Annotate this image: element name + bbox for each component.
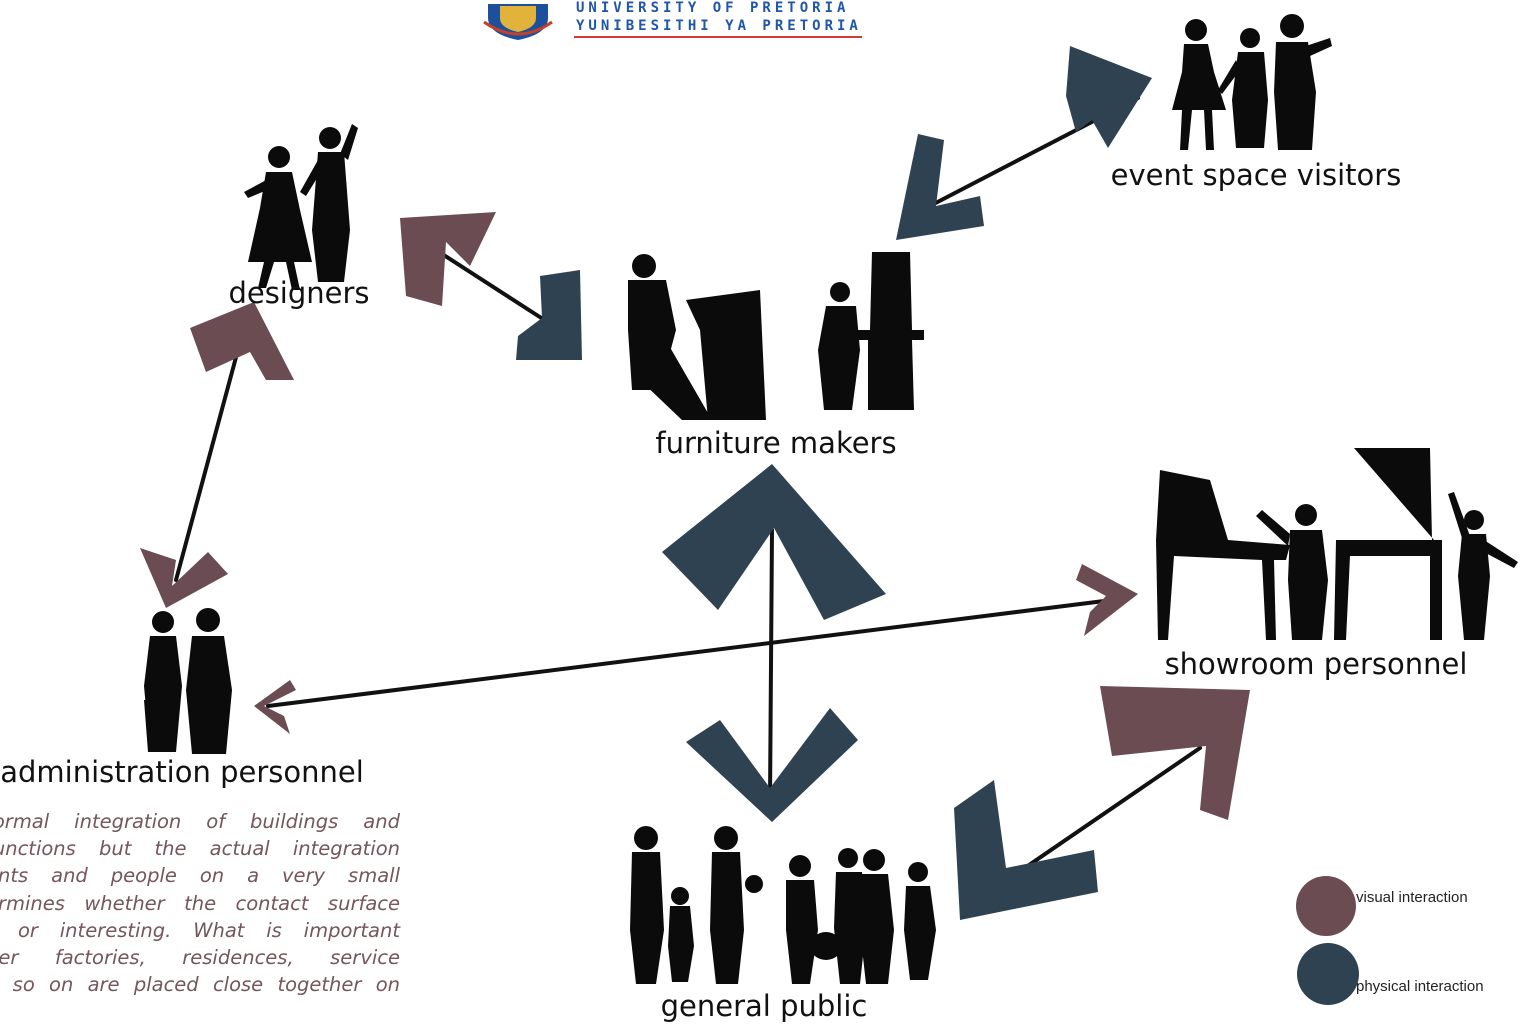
label-designers: designers xyxy=(228,276,369,310)
caption-paragraph: formal integration of buildings and func… xyxy=(0,810,400,997)
physical-arrowhead xyxy=(896,134,984,240)
visual-arrowhead xyxy=(190,302,294,380)
line-designers-admin xyxy=(174,333,244,582)
label-event-space-visitors: event space visitors xyxy=(1111,158,1402,192)
legend-physical-swatch xyxy=(1297,943,1359,1005)
label-furniture-makers: furniture makers xyxy=(655,426,896,460)
physical-arrowhead xyxy=(1066,46,1152,148)
legend: visual interaction physical interaction xyxy=(1296,876,1484,1005)
general-public-silhouette xyxy=(630,826,936,984)
administration-personnel-silhouette xyxy=(144,608,232,754)
line-public-showroom xyxy=(1008,746,1202,880)
university-logo: UNIVERSITY OF PRETORIA YUNIBESITHI YA PR… xyxy=(483,0,862,40)
physical-arrowhead xyxy=(954,780,1098,920)
physical-arrowhead xyxy=(516,270,582,360)
showroom-personnel-silhouette xyxy=(1156,448,1518,640)
connection-lines xyxy=(174,96,1202,880)
legend-visual-label: visual interaction xyxy=(1356,889,1468,906)
visual-arrowhead xyxy=(1076,564,1138,636)
line-admin-showroom xyxy=(266,596,1130,708)
legend-visual-swatch xyxy=(1296,876,1356,936)
label-showroom-personnel: showroom personnel xyxy=(1165,647,1468,681)
logo-line-2: YUNIBESITHI YA PRETORIA xyxy=(576,18,862,34)
logo-line-1: UNIVERSITY OF PRETORIA xyxy=(576,0,849,16)
event-space-visitors-silhouette xyxy=(1172,14,1332,150)
legend-physical-label: physical interaction xyxy=(1356,978,1484,995)
arrowheads xyxy=(140,46,1250,920)
line-designers-furniture xyxy=(434,248,562,332)
visual-arrowhead xyxy=(140,548,228,608)
visual-arrowhead xyxy=(254,680,296,734)
designers-silhouette xyxy=(244,124,358,290)
visual-arrowhead xyxy=(1100,686,1250,820)
visual-arrowhead xyxy=(400,212,496,306)
physical-arrowhead xyxy=(686,708,858,822)
furniture-makers-silhouette xyxy=(628,252,924,420)
physical-arrowhead xyxy=(662,464,886,620)
label-general-public: general public xyxy=(661,989,868,1023)
line-furniture-public xyxy=(768,528,774,802)
label-administration-personnel: administration personnel xyxy=(0,755,364,789)
